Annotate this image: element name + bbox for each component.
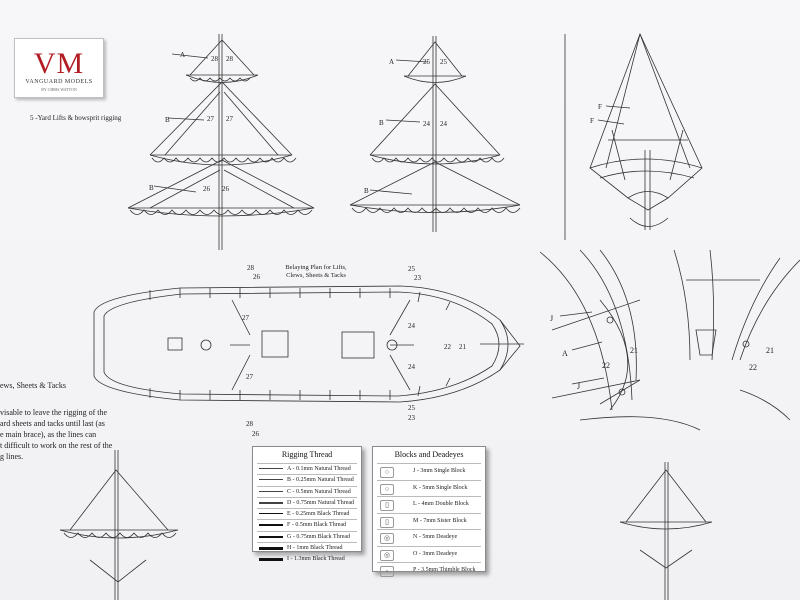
bottom-right-mast-drawing — [619, 462, 713, 600]
deck-label-28-bot: 28 — [246, 420, 254, 428]
thread-row: I - 1.3mm Black Thread — [257, 553, 357, 564]
bow-detail-label-22b: 22 — [749, 363, 757, 372]
mast1-label-28b: 28 — [226, 55, 234, 63]
bow-detail-drawing — [539, 249, 800, 431]
mast1-label-26a: 26 — [203, 185, 211, 193]
blocks-deadeyes-title: Blocks and Deadeyes — [394, 450, 464, 459]
double-block-icon: ▯ — [380, 500, 394, 511]
deck-label-23-top: 23 — [414, 274, 422, 282]
bow-detail-label-21b: 21 — [766, 346, 774, 355]
thread-row: D - 0.75mm Natural Thread — [257, 496, 357, 508]
deck-label-21: 21 — [459, 343, 467, 351]
deck-label-24b: 24 — [408, 363, 416, 371]
mast1-label-27b: 27 — [226, 115, 234, 123]
thread-row: F - 0.5mm Black Thread — [257, 519, 357, 530]
logo-tagline: BY CHRIS WATTON — [41, 87, 77, 92]
mast2-label-25b: 25 — [440, 58, 448, 66]
logo-subtitle: VANGUARD MODELS — [25, 79, 93, 85]
deck-label-25-top: 25 — [408, 265, 416, 273]
block-row: ◎N - 5mm Deadeye — [377, 529, 481, 546]
bow-detail-label-21a: 21 — [630, 346, 638, 355]
bow-label-f2: F — [590, 117, 594, 125]
deck-label-28-top: 28 — [247, 264, 255, 272]
deadeye-icon: ◎ — [380, 549, 394, 561]
deck-label-26-top: 26 — [253, 273, 261, 281]
mast-2-drawing — [349, 36, 521, 232]
mast1-label-26b: 26 — [222, 185, 230, 193]
mast1-label-a: A — [180, 51, 185, 59]
mast1-label-b2: B — [149, 184, 154, 192]
instructions-paragraph: visable to leave the rigging of the ard … — [0, 408, 113, 461]
mast2-label-b2: B — [364, 187, 369, 195]
block-row: ○J - 3mm Single Block — [377, 463, 481, 480]
block-row: ▯M - 7mm Sister Block — [377, 512, 481, 530]
deck-label-22a: 22 — [444, 343, 452, 351]
thread-row: B - 0.25mm Natural Thread — [257, 474, 357, 485]
mast2-label-25a: 25 — [423, 58, 431, 66]
rigging-thread-title: Rigging Thread — [281, 450, 333, 459]
mast2-label-24b: 24 — [440, 120, 448, 128]
bottom-left-mast-drawing — [59, 450, 179, 600]
deck-label-24a: 24 — [408, 322, 416, 330]
mast2-label-a: A — [389, 58, 394, 66]
deck-label-25-bot: 25 — [408, 404, 416, 412]
thread-row: H - 1mm Black Thread — [257, 542, 357, 553]
mast-1-drawing — [127, 34, 315, 250]
deck-label-23-bot: 23 — [408, 414, 416, 422]
block-row: ◦P - 3.5mm Thimble Block — [377, 562, 481, 579]
mast1-label-28a: 28 — [211, 55, 219, 63]
mast1-label-b1: B — [165, 116, 170, 124]
mast2-label-24a: 24 — [423, 120, 431, 128]
belaying-plan-title: Belaying Plan for Lifts, Clews, Sheets &… — [285, 264, 347, 279]
single-block-icon: ○ — [380, 483, 394, 495]
bow-detail-label-j2: J — [577, 382, 580, 391]
paragraph-title: ews, Sheets & Tacks — [0, 381, 66, 390]
logo-title: VM — [33, 47, 85, 80]
bow-detail-label-a: A — [562, 349, 568, 358]
deck-label-26-bot: 26 — [252, 430, 260, 438]
deadeye-icon: ◎ — [380, 533, 394, 544]
bow-detail-label-22a: 22 — [602, 361, 610, 370]
mast2-label-b1: B — [379, 119, 384, 127]
bow-label-f1: F — [598, 103, 602, 111]
block-row: ○K - 5mm Single Block — [377, 479, 481, 497]
yard-lifts-caption: 5 -Yard Lifts & bowsprit rigging — [30, 114, 122, 122]
single-block-icon: ○ — [380, 467, 394, 478]
bow-detail-label-j1: J — [550, 314, 553, 323]
thread-row: C - 0.5mm Natural Thread — [257, 485, 357, 497]
thread-row: E - 0.25mm Black Thread — [257, 508, 357, 519]
block-row: ▯L - 4mm Double Block — [377, 496, 481, 513]
deck-label-27b: 27 — [246, 373, 254, 381]
deck-plan-drawing — [93, 285, 524, 403]
bow-drawing — [564, 32, 703, 240]
thread-row: A - 0.1mm Natural Thread — [257, 463, 357, 474]
vanguard-models-logo: VM VANGUARD MODELS BY CHRIS WATTON — [14, 38, 104, 98]
sister-block-icon: ▯ — [380, 516, 394, 528]
thread-row: G - 0.75mm Black Thread — [257, 530, 357, 542]
deck-label-27a: 27 — [242, 314, 250, 322]
rigging-thread-legend: Rigging Thread A - 0.1mm Natural Thread … — [252, 446, 362, 562]
mast1-label-27a: 27 — [207, 115, 215, 123]
blocks-deadeyes-legend: Blocks and Deadeyes ○J - 3mm Single Bloc… — [372, 446, 486, 577]
thimble-block-icon: ◦ — [380, 566, 394, 577]
block-row: ◎O - 3mm Deadeye — [377, 545, 481, 563]
